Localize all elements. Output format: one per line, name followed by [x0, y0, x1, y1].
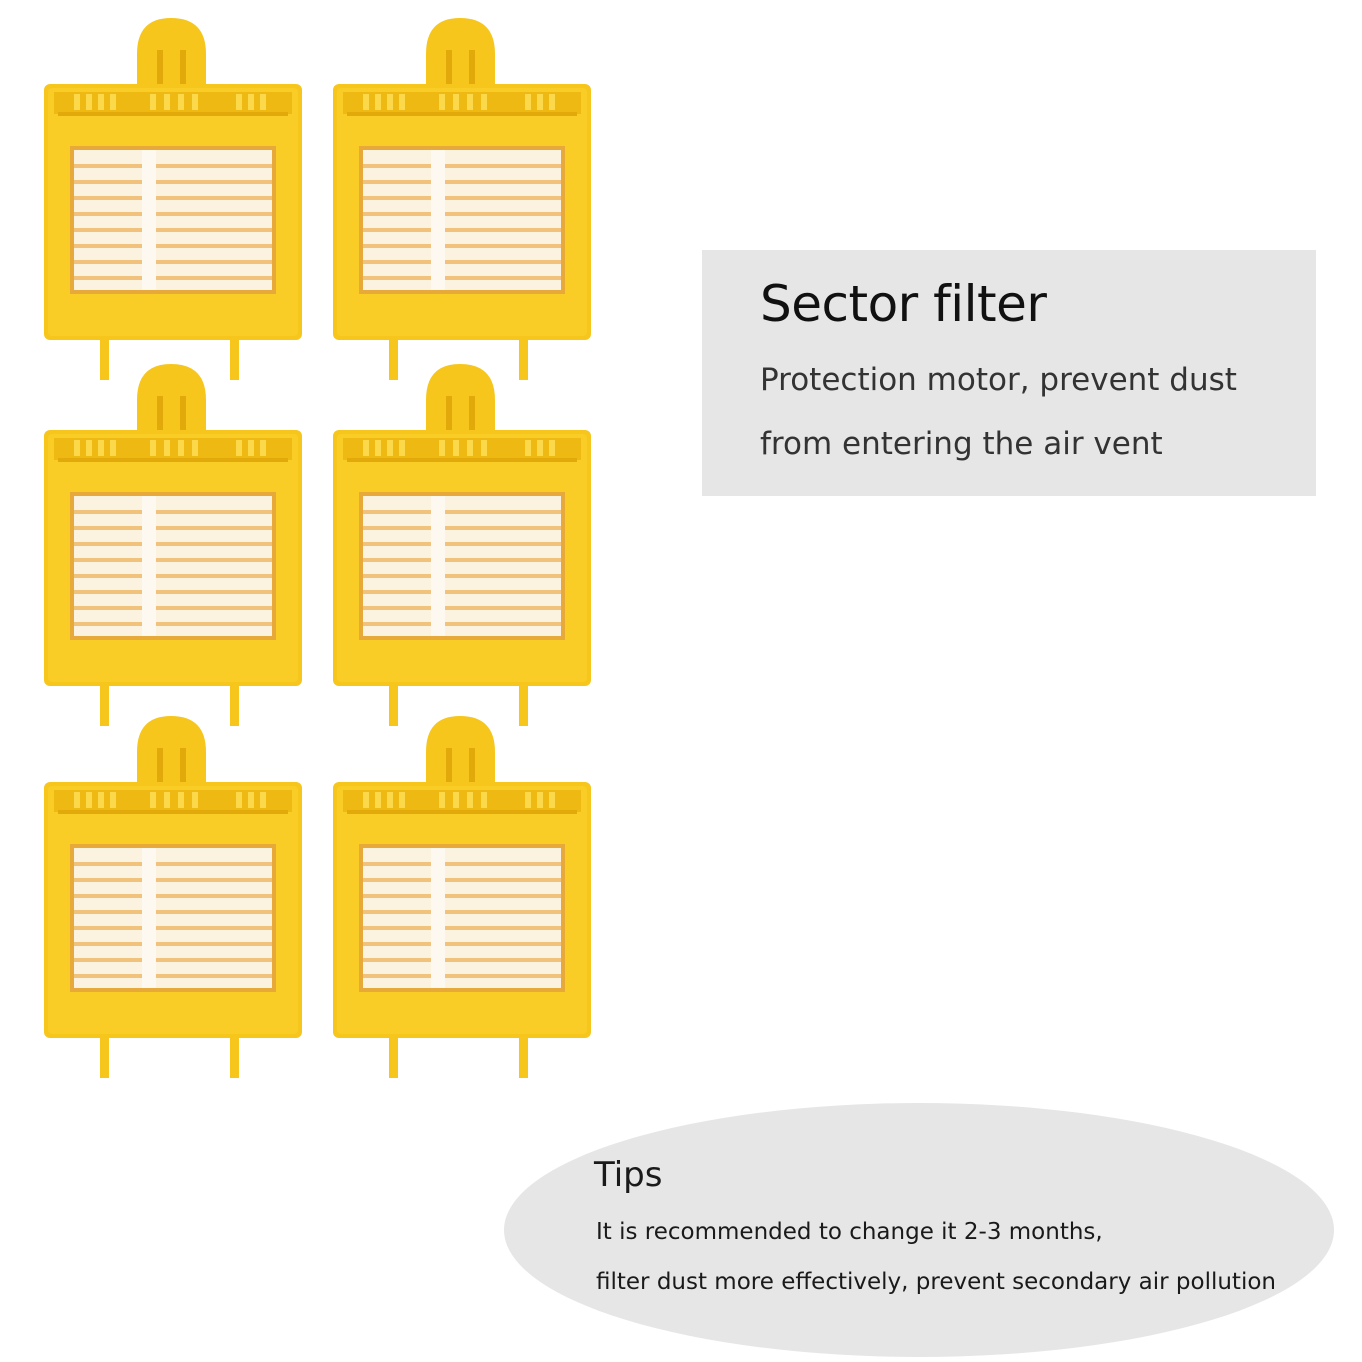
info-title: Sector filter: [760, 275, 1047, 333]
tips-title: Tips: [594, 1155, 663, 1195]
filter-image-3: [44, 362, 302, 730]
info-panel: Sector filter Protection motor, prevent …: [702, 250, 1316, 496]
filter-image-6: [333, 714, 591, 1082]
tips-bubble: Tips It is recommended to change it 2-3 …: [504, 1103, 1334, 1357]
filter-image-1: [44, 16, 302, 384]
filter-image-5: [44, 714, 302, 1082]
info-line-1: Protection motor, prevent dust: [760, 362, 1237, 398]
filter-image-2: [333, 16, 591, 384]
filter-image-4: [333, 362, 591, 730]
tips-line-1: It is recommended to change it 2-3 month…: [596, 1219, 1103, 1245]
tips-line-2: filter dust more effectively, prevent se…: [596, 1269, 1276, 1295]
info-line-2: from entering the air vent: [760, 426, 1163, 462]
